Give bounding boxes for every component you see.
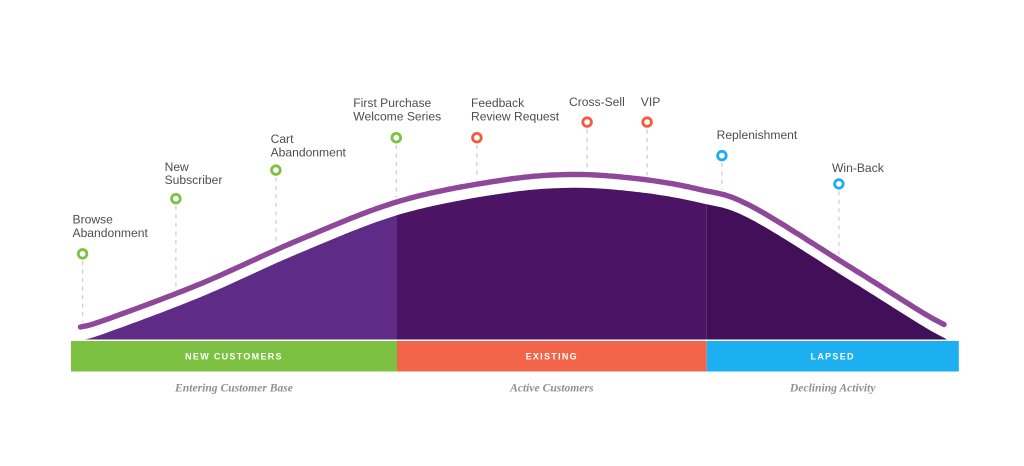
svg-text:Cart: Cart [271,132,294,146]
svg-text:EXISTING: EXISTING [526,352,578,362]
svg-text:Feedback: Feedback [471,96,525,110]
svg-text:Abandonment: Abandonment [73,226,149,240]
svg-text:New: New [165,160,189,174]
svg-text:NEW CUSTOMERS: NEW CUSTOMERS [185,352,283,362]
svg-text:Active Customers: Active Customers [509,381,594,394]
svg-text:VIP: VIP [641,95,661,109]
svg-text:Entering Customer Base: Entering Customer Base [174,381,293,394]
svg-text:Review Request: Review Request [471,109,560,123]
svg-text:Win-Back: Win-Back [832,161,885,175]
svg-text:Declining Activity: Declining Activity [789,381,876,394]
svg-text:Abandonment: Abandonment [271,145,347,159]
svg-text:Welcome Series: Welcome Series [353,109,441,123]
svg-text:Replenishment: Replenishment [717,128,798,142]
svg-text:Browse: Browse [73,213,114,227]
svg-text:First Purchase: First Purchase [353,96,431,110]
svg-text:Cross-Sell: Cross-Sell [569,95,625,109]
svg-text:Subscriber: Subscriber [165,173,223,187]
svg-text:LAPSED: LAPSED [811,352,855,362]
